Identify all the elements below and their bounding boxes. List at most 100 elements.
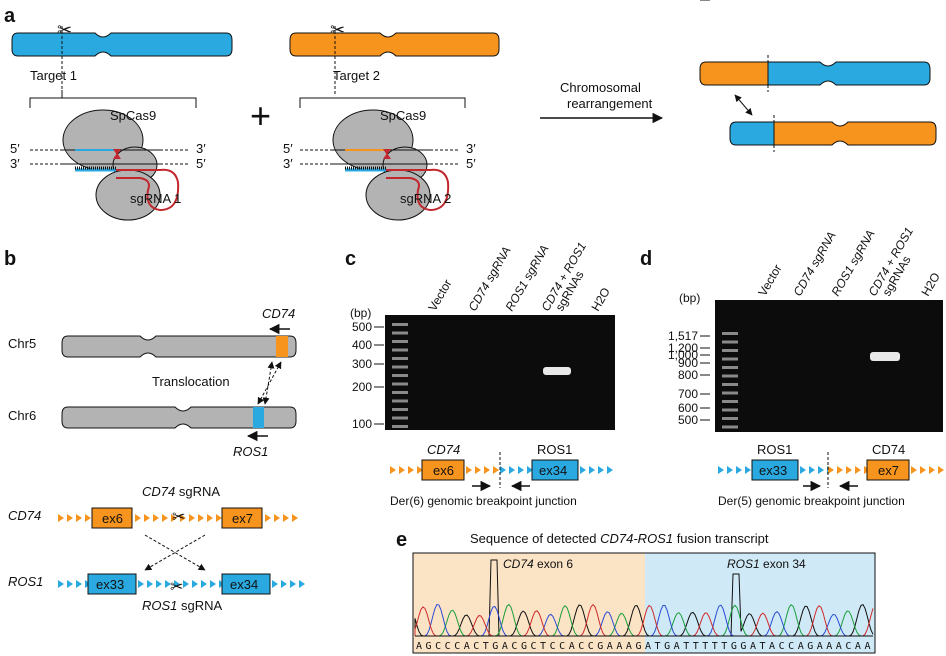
sequence-base: T: [721, 641, 727, 652]
svg-text:H2O: H2O: [918, 270, 942, 298]
ladder-label: 1,000: [668, 348, 698, 362]
svg-text:ex34: ex34: [230, 577, 258, 592]
five-prime-1: 5′: [10, 141, 20, 156]
chevron-mark: [165, 580, 171, 588]
ladder-label: 300: [352, 357, 372, 371]
cd74-gene-label: CD74: [262, 306, 295, 321]
bracket-2: [299, 97, 466, 108]
chevron-mark: [147, 580, 153, 588]
svg-text:5′: 5′: [466, 156, 476, 171]
plus-sign: +: [250, 95, 271, 136]
ladder-label: 1,200: [668, 341, 698, 355]
chevron-mark: [183, 580, 189, 588]
chevron-mark: [207, 514, 213, 522]
gel-d-band: [870, 352, 900, 361]
ladder-band: [722, 425, 738, 429]
svg-text:ex7: ex7: [232, 511, 253, 526]
sequence-base: C: [559, 641, 565, 652]
c-gene-right: ROS1: [537, 442, 572, 457]
ladder-band: [392, 408, 408, 411]
sequence-base: A: [865, 641, 871, 652]
chevron-mark: [58, 514, 64, 522]
target1-label: Target 1: [30, 68, 77, 83]
chevron-mark: [837, 466, 843, 474]
d-gene-left: ROS1: [757, 442, 792, 457]
ladder-label: 100: [352, 417, 372, 431]
spcas9-complex-2: SpCas9 5′ 3′ 3′ 5′ sgRNA 2: [283, 108, 476, 221]
chevron-mark: [855, 466, 861, 474]
ladder-band: [392, 391, 408, 394]
d-junction-track: [718, 466, 944, 474]
chevron-mark: [216, 514, 222, 522]
gel-c: [385, 315, 615, 430]
sequence-base: C: [511, 641, 517, 652]
chevron-mark: [153, 514, 159, 522]
chevron-mark: [920, 466, 926, 474]
chevron-mark: [290, 580, 296, 588]
sequence-base: A: [674, 641, 680, 652]
panel-b-label: b: [4, 248, 16, 270]
sequence-base: G: [492, 641, 498, 652]
sequence-base: C: [454, 641, 460, 652]
exon-ex33: [87, 573, 137, 595]
d-gene-right: CD74: [872, 442, 905, 457]
chevron-mark: [598, 466, 604, 474]
svg-text:Vector: Vector: [425, 277, 454, 313]
chevron-mark: [198, 514, 204, 522]
chromosome-orange: [289, 32, 500, 57]
ros1-locus: [253, 407, 264, 428]
ladder-band: [722, 357, 738, 361]
ros1-gene-label: ROS1: [233, 444, 268, 459]
ladder-label: 1,517: [668, 329, 698, 343]
target2-label: Target 2: [333, 68, 380, 83]
sequence-base: T: [540, 641, 546, 652]
ladder-band: [722, 391, 738, 395]
gel-c-band: [543, 367, 571, 375]
svg-text:5′: 5′: [283, 141, 293, 156]
sequence-base: C: [588, 641, 594, 652]
ladder-band: [722, 408, 738, 412]
sequence-base: A: [502, 641, 508, 652]
chevron-mark: [466, 466, 472, 474]
sgrna2-label: sgRNA 2: [400, 191, 451, 206]
chevron-mark: [180, 514, 186, 522]
ladder-band: [392, 365, 408, 369]
ladder-label: 200: [352, 380, 372, 394]
chevron-mark: [272, 580, 278, 588]
ladder-band: [722, 400, 738, 403]
svg-text:3′: 3′: [466, 141, 476, 156]
chevron-mark: [589, 466, 595, 474]
chevron-mark: [390, 466, 396, 474]
chevron-mark: [938, 466, 944, 474]
c-bp-label: (bp): [350, 306, 371, 320]
three-prime-1: 3′: [196, 141, 206, 156]
rearrangement-line1: Chromosomal: [560, 80, 641, 95]
ladder-band: [392, 348, 408, 352]
sequence-base: G: [664, 641, 670, 652]
spcas9-label-2: SpCas9: [380, 108, 426, 123]
sequence-base: C: [473, 641, 479, 652]
chevron-mark: [500, 466, 506, 474]
chevron-mark: [727, 466, 733, 474]
chevron-mark: [607, 466, 613, 474]
exon-ex6: [91, 507, 133, 529]
sequence-base: A: [626, 641, 632, 652]
svg-text:ex6: ex6: [102, 511, 123, 526]
chevron-mark: [800, 466, 806, 474]
row-ros1-label: ROS1: [8, 574, 43, 589]
chr6-label: Chr6: [8, 408, 36, 423]
e-right-label: ROS1 exon 34: [727, 557, 806, 571]
ladder-band: [722, 332, 738, 335]
chevron-mark: [171, 514, 177, 522]
chevron-mark: [745, 466, 751, 474]
chevron-mark: [85, 514, 91, 522]
ladder-band: [392, 382, 408, 386]
sequence-base: G: [731, 641, 737, 652]
svg-text:ex34: ex34: [539, 463, 567, 478]
sequence-base: A: [569, 641, 575, 652]
panel-c-label: c: [345, 248, 356, 270]
sequence-base: T: [483, 641, 489, 652]
ladder-label: 600: [678, 401, 698, 415]
c-exon-left: [421, 459, 465, 481]
